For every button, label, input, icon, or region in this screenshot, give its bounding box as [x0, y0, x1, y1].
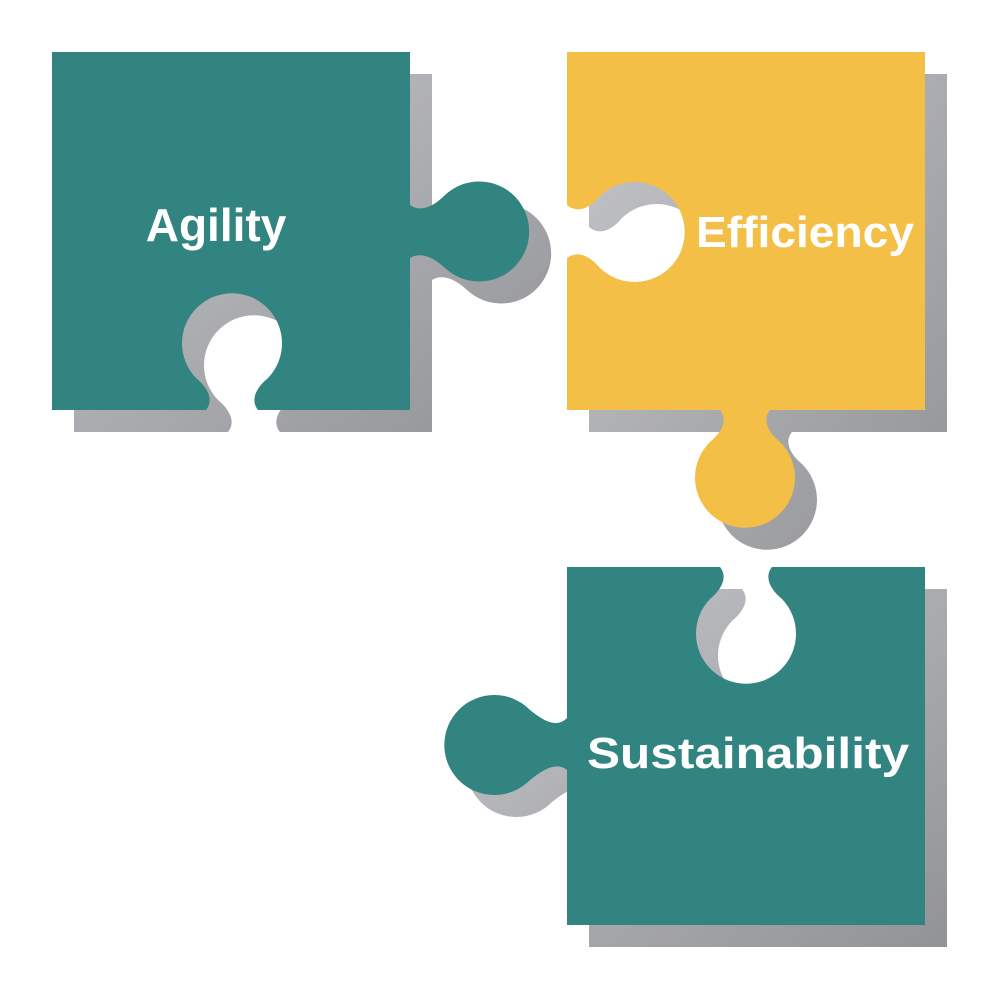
- puzzle-piece-agility: Agility: [52, 52, 530, 410]
- puzzle-piece-efficiency: Efficiency: [567, 52, 925, 528]
- sustainability-label: Sustainability: [587, 729, 910, 778]
- efficiency-label: Efficiency: [696, 208, 915, 257]
- efficiency-piece-shape: [567, 52, 925, 528]
- agility-label: Agility: [146, 199, 287, 251]
- agility-piece-shape: [52, 52, 530, 410]
- puzzle-piece-sustainability: Sustainability: [444, 567, 925, 925]
